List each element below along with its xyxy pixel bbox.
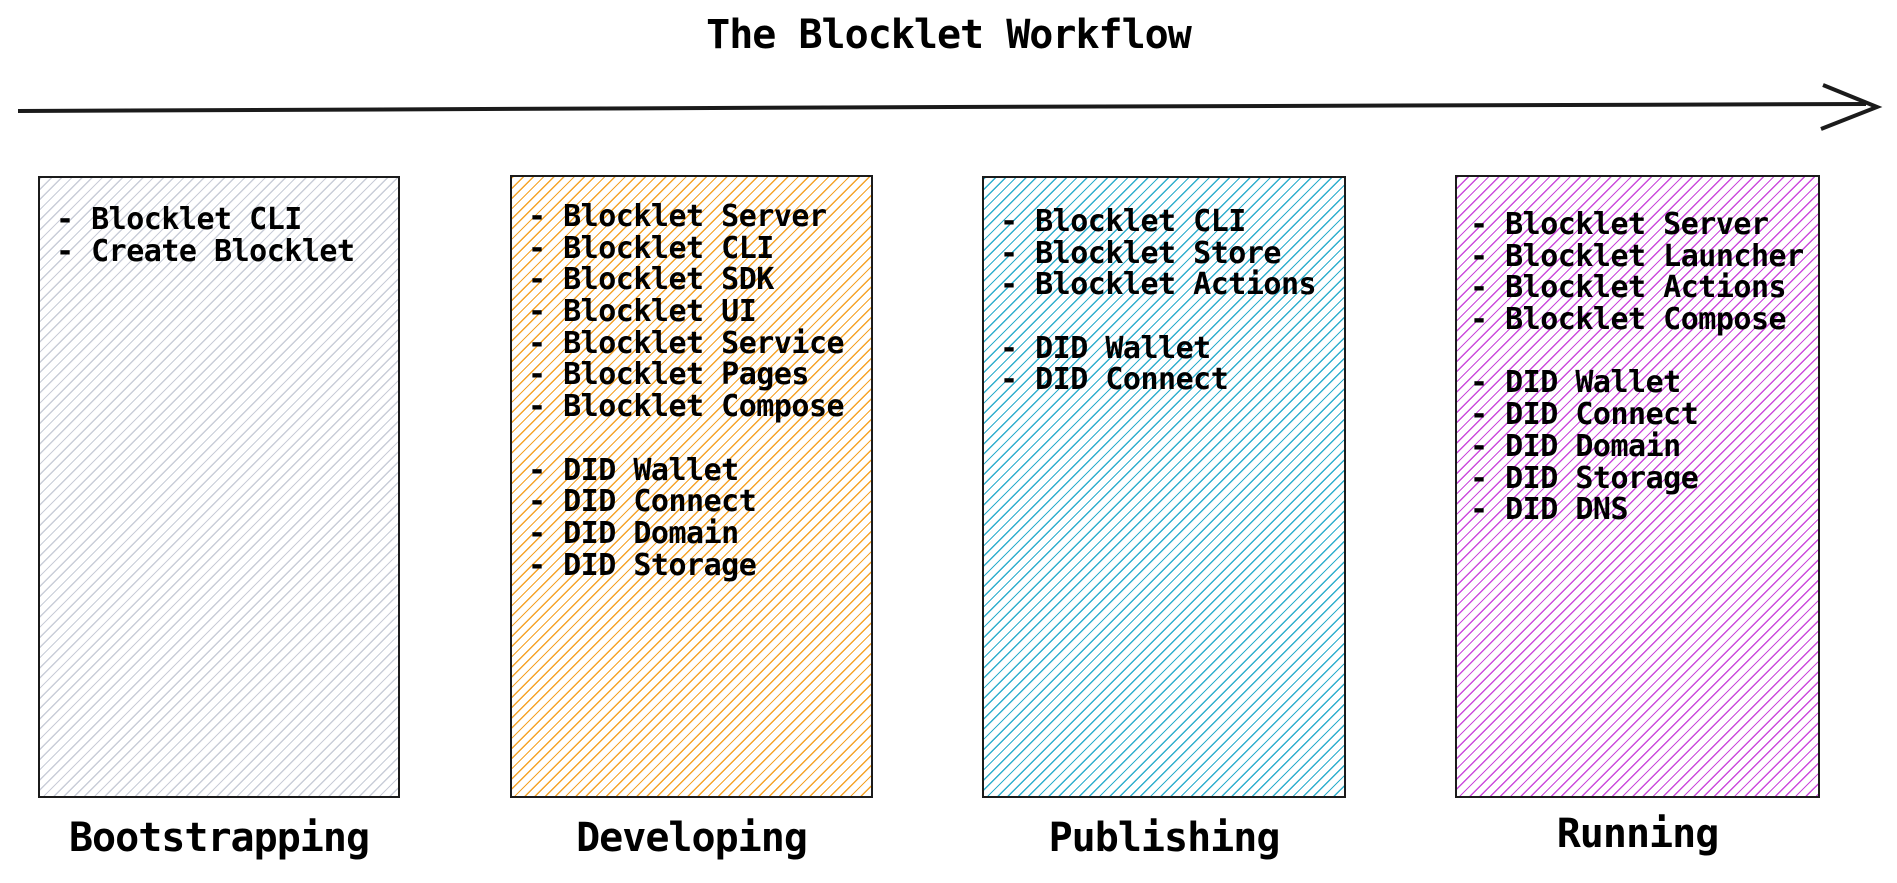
phase-box-publishing: - Blocklet CLI - Blocklet Store - Blockl…	[982, 176, 1346, 798]
list-item: - Blocklet Store	[1000, 235, 1281, 271]
phase-label-bootstrapping: Bootstrapping	[68, 815, 370, 861]
diagram-title: The Blocklet Workflow	[706, 12, 1192, 58]
list-item: - Create Blocklet	[56, 233, 355, 269]
phase-list-running: - Blocklet Server - Blocklet Launcher - …	[1457, 177, 1818, 526]
list-item: - Blocklet Server	[528, 199, 827, 234]
list-item: - Blocklet Server	[1470, 207, 1769, 242]
list-item-spacer	[1000, 301, 1344, 333]
list-item: - Blocklet Pages	[528, 357, 809, 393]
flow-arrow-icon	[17, 83, 1883, 131]
list-item: - Blocklet SDK	[528, 262, 774, 298]
list-item: - Blocklet UI	[528, 294, 757, 330]
list-item: - Blocklet Compose	[528, 389, 845, 425]
phase-label-publishing: Publishing	[1048, 815, 1281, 861]
list-item: - DID Wallet	[1000, 330, 1211, 366]
list-item: - DID Domain	[528, 515, 739, 551]
phase-list-publishing: - Blocklet CLI - Blocklet Store - Blockl…	[984, 178, 1344, 396]
list-item: - DID Connect	[1470, 397, 1699, 433]
list-item: - DID Storage	[528, 547, 757, 583]
phase-box-developing: - Blocklet Server - Blocklet CLI - Block…	[510, 175, 873, 798]
list-item: - DID Wallet	[1470, 365, 1681, 401]
list-item: - DID Storage	[1470, 460, 1699, 496]
list-item: - Blocklet Actions	[1470, 270, 1787, 306]
phase-label-running: Running	[1556, 811, 1720, 857]
phase-list-developing: - Blocklet Server - Blocklet CLI - Block…	[512, 177, 871, 581]
list-item: - DID Connect	[528, 484, 757, 520]
phase-label-developing: Developing	[576, 815, 808, 861]
list-item-spacer	[528, 423, 871, 455]
list-item: - Blocklet Compose	[1470, 302, 1787, 338]
list-item: - Blocklet CLI	[1000, 204, 1246, 239]
phase-box-running: - Blocklet Server - Blocklet Launcher - …	[1455, 175, 1820, 798]
list-item: - DID Connect	[1000, 362, 1229, 398]
list-item: - Blocklet Actions	[1000, 267, 1317, 303]
list-item: - Blocklet CLI	[56, 202, 302, 237]
list-item: - Blocklet Service	[528, 325, 845, 361]
phase-list-bootstrapping: - Blocklet CLI - Create Blocklet	[40, 178, 398, 267]
list-item: - Blocklet Launcher	[1470, 238, 1804, 274]
list-item-spacer	[1470, 336, 1818, 368]
list-item: - DID DNS	[1470, 492, 1629, 528]
list-item: - DID Domain	[1470, 428, 1681, 464]
list-item: - DID Wallet	[528, 452, 739, 488]
phase-box-bootstrapping: - Blocklet CLI - Create Blocklet	[38, 176, 400, 798]
list-item: - Blocklet CLI	[528, 230, 774, 266]
